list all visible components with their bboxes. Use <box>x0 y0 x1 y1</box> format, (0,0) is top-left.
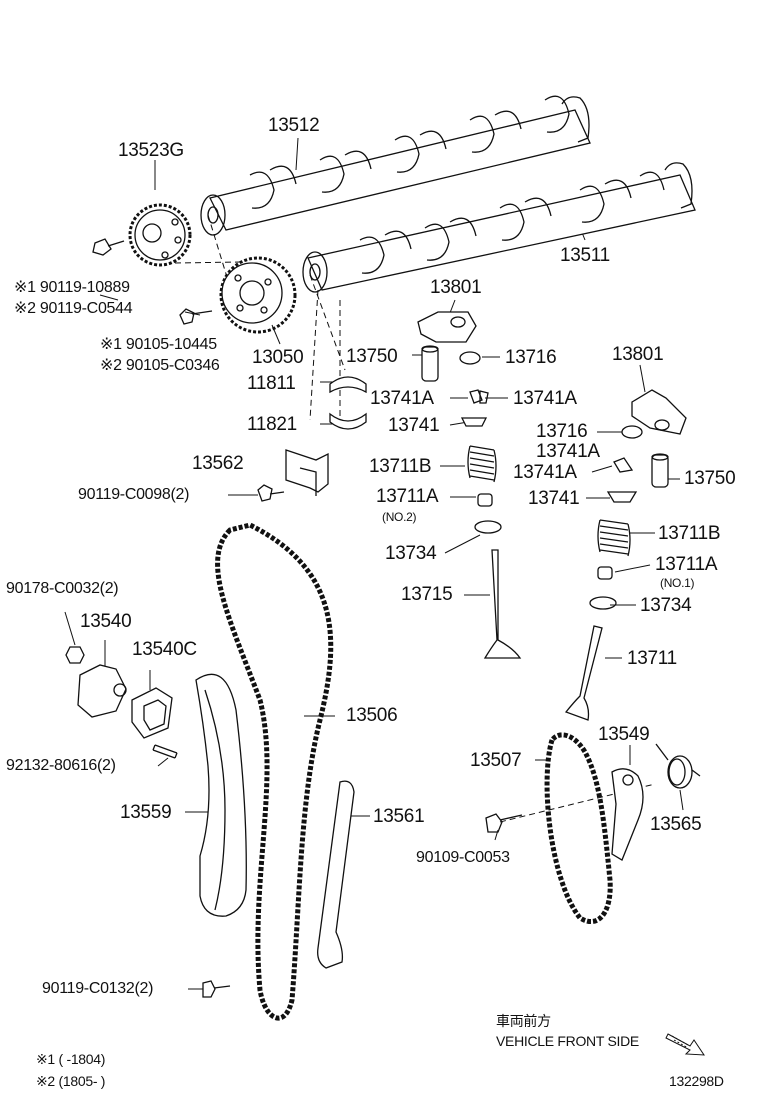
label-13711b-b: 13711B <box>658 523 721 544</box>
rocker-arm-1 <box>417 311 477 343</box>
label-13559: 13559 <box>120 802 172 823</box>
lash-adjuster-1 <box>421 345 439 382</box>
label-13523g: 13523G <box>118 140 184 161</box>
label-13734-b: 13734 <box>640 595 692 616</box>
rocker-arm-2 <box>631 389 687 435</box>
label-13540c: 13540C <box>132 639 197 660</box>
label-13711b-a: 13711B <box>369 456 432 477</box>
label-no2: (NO.2) <box>382 510 417 524</box>
label-13507: 13507 <box>470 750 522 771</box>
bolt-90119 <box>92 238 125 256</box>
spring-1 <box>467 445 497 483</box>
label-13549: 13549 <box>598 724 650 745</box>
spring-2 <box>597 519 631 557</box>
front-label-en: VEHICLE FRONT SIDE <box>496 1033 639 1049</box>
footnote-1: ※1 ( -1804) <box>36 1051 106 1067</box>
label-90178-c0032: 90178-C0032(2) <box>6 580 119 597</box>
pad-13716-1 <box>459 351 481 365</box>
label-13050: 13050 <box>252 347 304 368</box>
label-11821: 11821 <box>247 414 297 435</box>
label-90109-c0053: 90109-C0053 <box>416 849 510 866</box>
label-90105-10445: ※1 90105-10445 <box>100 336 217 353</box>
pad-13716-2 <box>621 425 643 439</box>
washer-1 <box>474 520 502 534</box>
torsion-spring-13565 <box>655 743 701 789</box>
timing-chain-13506 <box>215 522 334 1021</box>
tensioner-arm-13549 <box>611 768 644 861</box>
keepers-2 <box>613 457 634 473</box>
footnote-2: ※2 (1805- ) <box>36 1073 106 1089</box>
label-11811: 11811 <box>247 373 296 394</box>
stud-92132 <box>152 744 178 759</box>
label-13801-a: 13801 <box>430 277 482 298</box>
bearings <box>329 376 367 430</box>
bolt-90109 <box>485 813 523 833</box>
front-label-jp: 車両前方 <box>496 1013 551 1029</box>
valve-13715 <box>483 549 522 659</box>
gasket-13540c <box>131 687 173 739</box>
vvt-gear-13050 <box>219 256 297 334</box>
washer-2 <box>589 596 617 610</box>
label-13716-a: 13716 <box>505 347 557 368</box>
camshaft-13512 <box>200 95 591 236</box>
lash-adjuster-2 <box>651 453 669 488</box>
retainer-1 <box>460 417 488 427</box>
label-13741-a: 13741 <box>388 415 440 436</box>
bolt-90119-c0132 <box>202 980 231 998</box>
label-no1: (NO.1) <box>660 576 695 590</box>
label-13562: 13562 <box>192 453 244 474</box>
label-13512: 13512 <box>268 115 320 136</box>
bolt-90119-c0098 <box>257 484 285 502</box>
retainer-2 <box>606 491 638 503</box>
label-13711: 13711 <box>627 648 677 669</box>
label-92132-80616: 92132-80616(2) <box>6 757 116 774</box>
chain-slipper-13559 <box>195 673 247 917</box>
chain-guide-13562 <box>285 449 329 496</box>
label-90119-c0132: 90119-C0132(2) <box>42 980 154 997</box>
chain-guide-13561 <box>317 780 355 969</box>
timing-chain-13507 <box>544 732 613 924</box>
label-13741a-4: 13741A <box>513 462 577 483</box>
label-13540: 13540 <box>80 611 132 632</box>
label-13801-b: 13801 <box>612 344 664 365</box>
label-13711a-b: 13711A <box>655 554 718 575</box>
vehicle-front-arrow-icon <box>665 1033 705 1056</box>
label-13741a-1: 13741A <box>370 388 434 409</box>
seal-2 <box>597 566 613 580</box>
label-13734-a: 13734 <box>385 543 437 564</box>
keepers-1 <box>469 389 489 404</box>
label-90105-c0346: ※2 90105-C0346 <box>100 357 220 374</box>
label-13741a-2: 13741A <box>513 388 577 409</box>
diagram-id: 132298D <box>669 1073 724 1089</box>
label-13716-b: 13716 <box>536 421 588 442</box>
bolt-90105 <box>179 308 213 325</box>
camshaft-13511 <box>302 162 696 293</box>
label-13750-a: 13750 <box>346 346 398 367</box>
label-13511: 13511 <box>560 245 610 266</box>
label-13565: 13565 <box>650 814 702 835</box>
label-90119-c0098: 90119-C0098(2) <box>78 486 190 503</box>
valve-13711 <box>564 625 603 721</box>
nut-90178 <box>65 646 85 664</box>
label-13711a-a: 13711A <box>376 486 439 507</box>
label-13561: 13561 <box>373 806 425 827</box>
label-13715: 13715 <box>401 584 453 605</box>
label-13506: 13506 <box>346 705 398 726</box>
label-13750-b: 13750 <box>684 468 736 489</box>
label-90119-c0544: ※2 90119-C0544 <box>14 300 133 317</box>
label-13741a-3: 13741A <box>536 441 600 462</box>
label-90119-10889: ※1 90119-10889 <box>14 279 130 296</box>
tensioner-13540 <box>77 664 127 718</box>
seal-1 <box>477 493 493 507</box>
label-13741-b: 13741 <box>528 488 580 509</box>
sprocket-13523g <box>128 203 192 267</box>
